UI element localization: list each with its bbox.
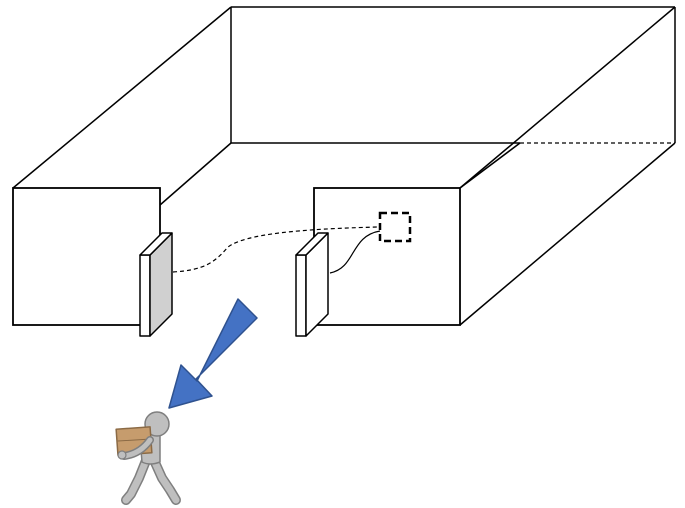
room-outline bbox=[12, 6, 676, 326]
target-marker bbox=[378, 211, 412, 243]
travel-path bbox=[172, 226, 379, 273]
left-top-receding-edge bbox=[12, 6, 232, 189]
person-carrying-box-icon bbox=[115, 411, 181, 505]
right-wall-block bbox=[313, 187, 461, 326]
back-left-to-left-block bbox=[159, 142, 232, 206]
left-door-top bbox=[139, 232, 173, 256]
right-top-receding-edge bbox=[459, 6, 676, 189]
right-bottom-receding-edge bbox=[459, 142, 676, 326]
right-door bbox=[295, 232, 329, 337]
left-door-side bbox=[139, 254, 151, 337]
box-tape bbox=[117, 438, 152, 442]
person-hand bbox=[117, 450, 127, 460]
right-door-side bbox=[295, 254, 307, 337]
direction-arrow-icon bbox=[168, 298, 258, 409]
inner-diagonal bbox=[459, 142, 521, 189]
left-wall-block bbox=[12, 187, 161, 326]
right-door-top bbox=[295, 232, 329, 256]
left-door bbox=[139, 232, 173, 337]
connector-curve bbox=[329, 230, 381, 274]
